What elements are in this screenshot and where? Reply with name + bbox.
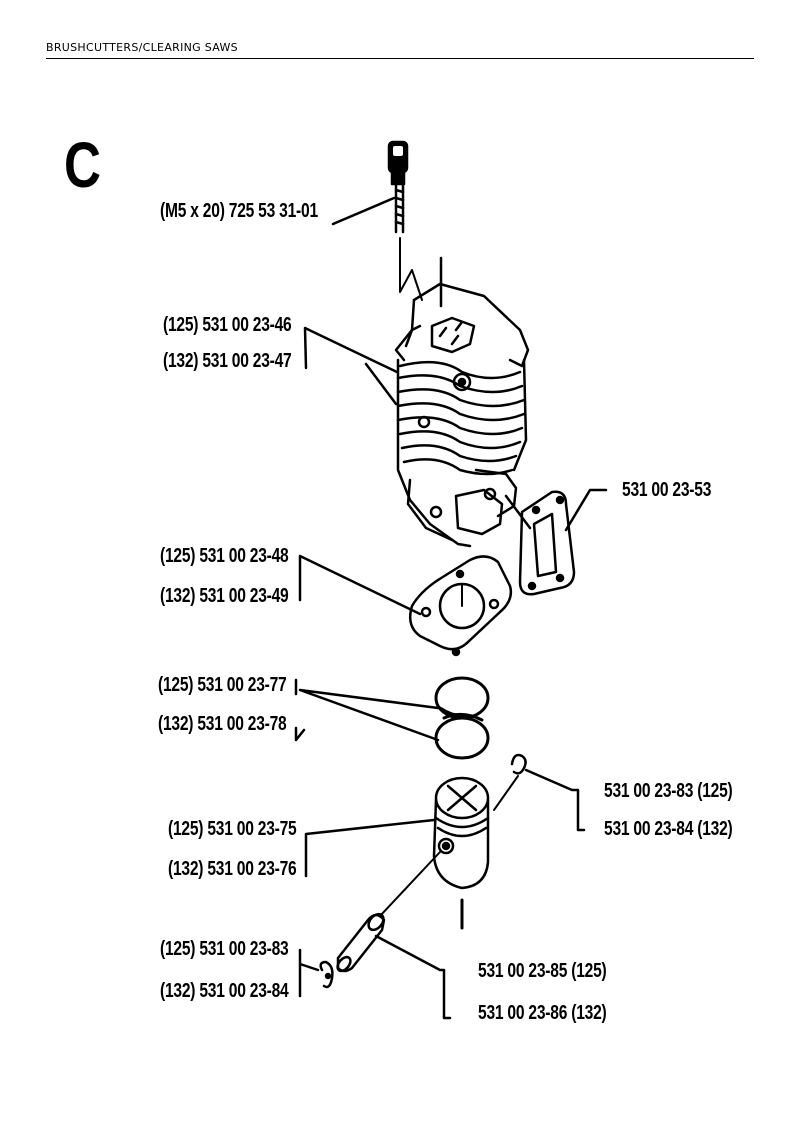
label-circlip-left-125: (125) 531 00 23-83: [160, 938, 289, 960]
screw-axis: [399, 237, 423, 301]
label-screw: (M5 x 20) 725 53 31-01: [160, 200, 318, 222]
base-gasket-part: [409, 555, 513, 657]
label-cylinder-132: (132) 531 00 23-47: [163, 350, 292, 372]
screw-part: [387, 140, 409, 234]
left-circlip-leader: [298, 948, 320, 998]
label-rings-125: (125) 531 00 23-77: [158, 674, 287, 696]
label-piston-132: (132) 531 00 23-76: [168, 858, 297, 880]
label-rings-132: (132) 531 00 23-78: [158, 713, 287, 735]
label-circlip-left-132: (132) 531 00 23-84: [160, 980, 289, 1002]
label-pin-125: 531 00 23-85 (125): [478, 960, 607, 982]
piston-pin-part: [336, 912, 386, 973]
cylinder-leader: [303, 326, 399, 406]
label-piston-125: (125) 531 00 23-75: [168, 818, 297, 840]
right-circlip-part: [493, 753, 527, 811]
exhaust-gasket-leader: [504, 488, 608, 532]
piston-rings-leader: [294, 678, 440, 742]
label-pin-132: 531 00 23-86 (132): [478, 1002, 607, 1024]
piston-pin-axis: [379, 851, 441, 917]
piston-rings-part: [434, 676, 490, 760]
right-circlip-leader: [524, 768, 586, 832]
piston-pin-leader: [374, 934, 452, 1020]
label-base-gasket-125: (125) 531 00 23-48: [160, 545, 289, 567]
screw-leader: [331, 196, 396, 226]
section-title: BRUSHCUTTERS/CLEARING SAWS: [46, 41, 238, 54]
label-base-gasket-132: (132) 531 00 23-49: [160, 585, 289, 607]
label-circlip-right-125: 531 00 23-83 (125): [604, 780, 733, 802]
exhaust-gasket-part: [518, 490, 576, 596]
piston-leader: [304, 818, 436, 878]
label-circlip-right-132: 531 00 23-84 (132): [604, 818, 733, 840]
label-exhaust-gasket: 531 00 23-53: [622, 479, 712, 501]
left-circlip-part: [319, 960, 334, 989]
base-gasket-leader: [298, 554, 422, 616]
page-header: BRUSHCUTTERS/CLEARING SAWS: [46, 38, 754, 59]
cylinder-part: [394, 282, 530, 548]
section-letter: C: [64, 129, 101, 201]
piston-part: [432, 776, 490, 890]
label-cylinder-125: (125) 531 00 23-46: [163, 314, 292, 336]
